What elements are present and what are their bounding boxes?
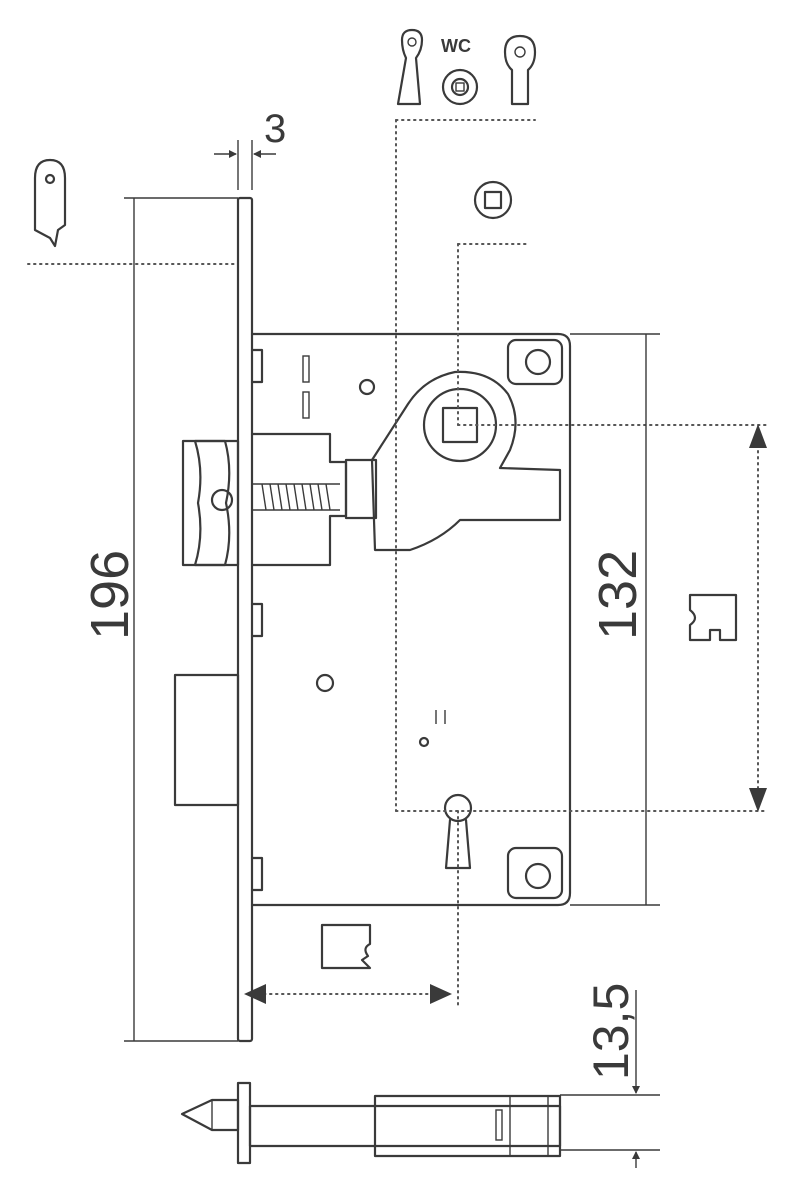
dim-plate-thickness-text: 3 <box>264 107 286 151</box>
follower-hub <box>370 370 562 552</box>
dim-strike-offset-text: 13,5 <box>583 983 639 1080</box>
latch-symbol-icon <box>688 593 738 642</box>
dim-total-height-text: 196 <box>80 550 140 640</box>
euro-cylinder-icon <box>503 34 537 106</box>
face-plate-screws <box>250 348 264 892</box>
face-plate <box>236 196 254 1043</box>
latch-bolt <box>181 439 240 567</box>
dim-case-height-text: 132 <box>588 550 648 640</box>
square-spindle-icon <box>473 180 513 220</box>
keyhole-icon <box>396 28 424 106</box>
dim-strike-offset: 13,5 <box>560 983 660 1168</box>
dim-handle-key <box>749 424 767 812</box>
wc-label: WC <box>441 36 471 56</box>
wc-thumbturn-icon <box>441 68 479 106</box>
dead-bolt <box>173 673 240 807</box>
side-profile <box>180 1081 562 1165</box>
bolt-symbol-icon <box>320 923 372 970</box>
dim-plate-thickness: 3 <box>214 107 286 190</box>
guide-lines <box>251 119 769 1006</box>
dim-backset <box>244 984 452 1004</box>
dim-total-height: 196 <box>80 197 238 1042</box>
dim-case-height: 132 <box>570 333 660 906</box>
key-tag-icon <box>33 158 67 248</box>
case-keyhole <box>443 793 473 870</box>
lock-case <box>250 332 572 907</box>
latch-mechanism <box>250 432 378 567</box>
